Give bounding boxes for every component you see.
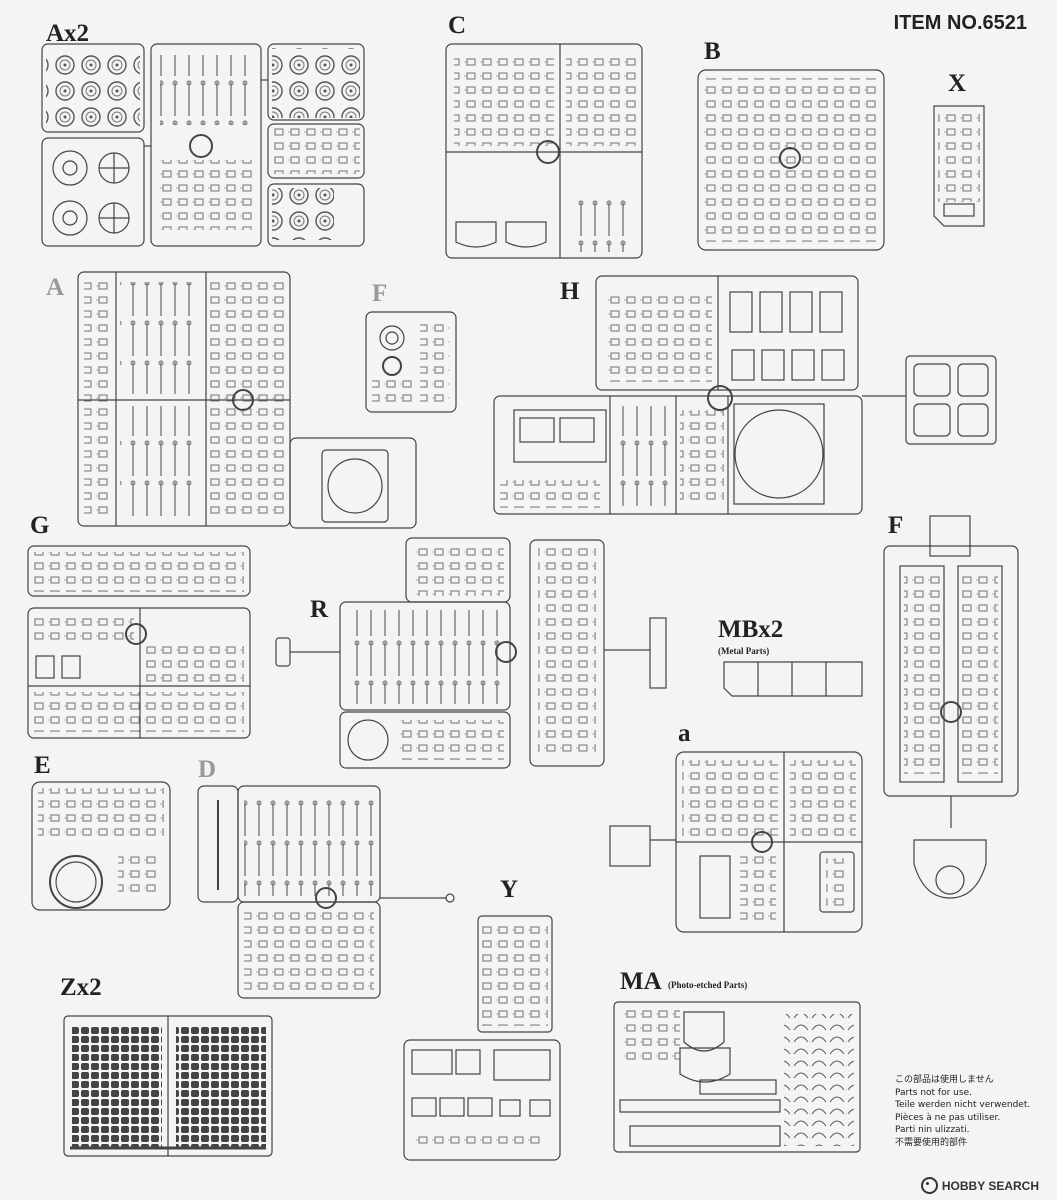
sprue-b bbox=[697, 69, 885, 251]
note-line: この部品は使用しません bbox=[895, 1075, 994, 1085]
label-f-large: F bbox=[888, 512, 904, 539]
watermark: HOBBY SEARCH bbox=[920, 1177, 1039, 1194]
note-line: Teile werden nicht verwendet. bbox=[895, 1100, 1031, 1110]
note-line: Parts not for use. bbox=[895, 1087, 972, 1098]
item-number: ITEM NO.6521 bbox=[893, 12, 1027, 34]
label-ma-sub: (Photo-etched Parts) bbox=[668, 980, 748, 990]
sprue-a bbox=[77, 271, 417, 529]
sprue-h bbox=[493, 275, 997, 515]
sprue-c bbox=[445, 43, 643, 259]
watermark-text: HOBBY SEARCH bbox=[941, 1178, 1039, 1193]
sprue-f-small bbox=[365, 311, 457, 413]
note-line: Pièces à ne pas utiliser. bbox=[895, 1112, 1001, 1123]
note-line: 不需要使用的部件 bbox=[895, 1137, 968, 1148]
hobby-search-logo-icon bbox=[920, 1177, 938, 1194]
sprue-z bbox=[63, 1015, 273, 1157]
label-f-small: F bbox=[372, 280, 388, 307]
label-b: B bbox=[704, 38, 721, 65]
sprue-r bbox=[275, 537, 667, 769]
label-r: R bbox=[310, 596, 329, 623]
label-ax2: Ax2 bbox=[46, 20, 90, 47]
label-mb-sub: (Metal Parts) bbox=[718, 646, 770, 656]
label-d: D bbox=[198, 756, 217, 783]
sprue-y bbox=[403, 915, 561, 1161]
label-zx2: Zx2 bbox=[60, 974, 102, 1001]
sprue-mb bbox=[723, 661, 863, 697]
label-g: G bbox=[30, 512, 50, 539]
sprue-e bbox=[31, 781, 171, 911]
sprue-f-large bbox=[883, 515, 1019, 899]
label-ma: MA bbox=[620, 968, 662, 995]
label-a-lower: a bbox=[678, 720, 691, 747]
sprue-x bbox=[933, 105, 985, 227]
sprue-g bbox=[27, 545, 251, 739]
label-y: Y bbox=[500, 876, 519, 903]
label-mbx2: MBx2 bbox=[718, 616, 784, 643]
label-c: C bbox=[448, 12, 467, 39]
sprue-ax2 bbox=[41, 43, 365, 247]
sprue-d bbox=[197, 785, 455, 999]
label-a: A bbox=[46, 274, 65, 301]
label-x: X bbox=[948, 70, 967, 97]
label-h: H bbox=[560, 278, 580, 305]
unused-parts-note: この部品は使用しません Parts not for use. Teile wer… bbox=[895, 1074, 1030, 1149]
label-e: E bbox=[34, 752, 51, 779]
sprue-ma bbox=[613, 1001, 861, 1153]
note-line: Parti nin ulizzati. bbox=[895, 1125, 970, 1135]
sprue-a-lower bbox=[609, 751, 863, 933]
